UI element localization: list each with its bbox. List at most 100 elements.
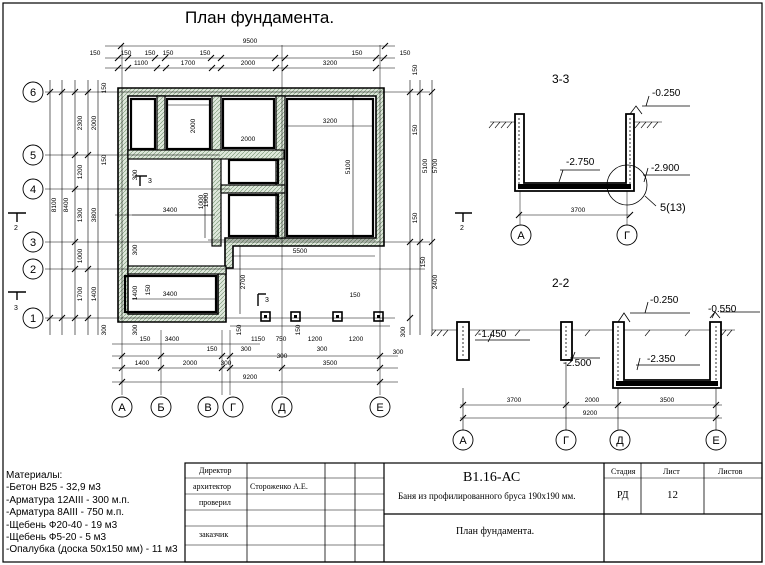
dim-label: 150 — [90, 50, 101, 57]
dim-label: 1400 — [91, 286, 98, 301]
axis-label-row: 6 — [30, 87, 36, 99]
materials-list: Материалы: -Бетон В25 - 32,9 м3 -Арматур… — [6, 470, 178, 557]
dim-label: 300 — [317, 346, 328, 353]
material-item: -Арматура 12АIII - 300 м.п. — [6, 494, 130, 506]
dim-label: 150 — [295, 324, 302, 335]
axis-label-row: 3 — [30, 237, 36, 249]
material-item: -Щебень Ф5-20 - 5 м3 — [6, 532, 107, 544]
dim-label: 2400 — [432, 274, 439, 289]
axis-labels: 6 5 4 3 2 1 А Б В Г Д Е — [30, 87, 384, 414]
dim-label: 1700 — [77, 286, 84, 301]
dim-label: 3200 — [323, 60, 338, 67]
axis-label-row: 2 — [30, 264, 36, 276]
dim-label: 2700 — [240, 274, 247, 289]
dim-label: 3200 — [323, 118, 338, 125]
dim-label: 1100 — [134, 60, 148, 67]
dim-label: 150 — [400, 50, 411, 57]
pile-columns — [260, 311, 384, 322]
dim-label: 8100 — [51, 197, 58, 212]
dim-label: 150 — [145, 284, 152, 295]
level-label: -2.750 — [566, 157, 595, 168]
level-label: -0.250 — [650, 295, 679, 306]
sheet-value: 12 — [667, 489, 678, 501]
axis-lines — [45, 45, 430, 395]
dim-label: 3400 — [163, 207, 178, 214]
dimension-lines — [49, 45, 433, 383]
dim-label: 2000 — [241, 60, 256, 67]
dim-label: 150 — [145, 50, 156, 57]
material-item: -Опалубка (доска 50х150 мм) - 11 м3 — [6, 544, 178, 556]
dim-label: 300 — [132, 244, 139, 255]
dim-label: 1400 — [135, 360, 150, 367]
dim-label: 1200 — [77, 164, 84, 179]
dim-label: 150 — [140, 336, 151, 343]
dim-label: 5700 — [432, 158, 439, 173]
section-level-labels: -0.250 -2.750 -2.900 5(13) — [566, 88, 686, 214]
level-label: -2.500 — [563, 358, 592, 369]
section-marker-labels: 2 2 3 3 3 — [14, 178, 464, 312]
axis-label-col: В — [204, 402, 211, 414]
section-title: 2-2 — [552, 276, 570, 290]
level-label: -2.900 — [651, 163, 680, 174]
dim-label: 150 — [350, 292, 361, 299]
section-title: 3-3 — [552, 72, 570, 86]
section-markers — [8, 175, 472, 306]
dim-label: 150 — [236, 324, 243, 335]
dim-label: 9500 — [243, 38, 258, 45]
dim-label: 1200 — [308, 336, 323, 343]
dim-label: 5500 — [293, 248, 308, 255]
dim-label: 150 — [352, 50, 363, 57]
materials-header: Материалы: — [6, 470, 63, 481]
section-marker-label: 2 — [14, 225, 18, 232]
dim-label: 150 — [412, 212, 419, 223]
dim-label: 3800 — [91, 207, 98, 222]
dim-label: 1900 — [203, 192, 210, 207]
material-item: -Щебень Ф20-40 - 19 м3 — [6, 519, 118, 531]
dim-label: 300 — [277, 353, 288, 360]
foundation-plan: 2 2 3 3 3 6 5 4 3 2 1 А Б В Г Д Е 9500 1… — [8, 38, 472, 418]
axis-label-col: Б — [157, 402, 164, 414]
dim-label: 1200 — [349, 336, 364, 343]
section-marker-label: 3 — [265, 297, 269, 304]
project-code: В1.16-АС — [463, 470, 521, 485]
section-3-3: 3-3 -0.250 -2.750 -2.900 5(13) 3700 — [488, 72, 690, 246]
dim-label: 150 — [412, 124, 419, 135]
dim-label: 300 — [132, 324, 139, 335]
dim-label: 2000 — [183, 360, 198, 367]
dim-label: 1000 — [77, 248, 84, 263]
sheet-label: Лист — [663, 467, 680, 476]
sheet-name: План фундамента. — [456, 526, 535, 537]
section-marker-label: 3 — [148, 178, 152, 185]
axis-label-col: Д — [616, 435, 624, 447]
section-marker-label: 2 — [460, 225, 464, 232]
axis-label-row: 1 — [30, 313, 36, 325]
dim-label: 9200 — [243, 374, 258, 381]
callout-label: 5(13) — [660, 202, 686, 214]
material-item: -Арматура 8АIII - 750 м.п. — [6, 507, 125, 519]
axis-label-col: Е — [376, 402, 383, 414]
dim-label: 3500 — [323, 360, 338, 367]
dim-label: 150 — [412, 64, 419, 75]
dim-label: 8400 — [63, 197, 70, 212]
dim-label: 1300 — [77, 207, 84, 222]
stage-label: Стадия — [611, 467, 636, 476]
dim-ticks — [46, 42, 436, 386]
dim-label: 2000 — [585, 397, 600, 404]
dim-label: 150 — [101, 154, 108, 165]
axis-label-col: Д — [278, 402, 286, 414]
project-name: Баня из профилированного бруса 190х190 м… — [398, 491, 576, 501]
level-label: -1.450 — [478, 329, 507, 340]
axis-label-col: Г — [563, 435, 569, 447]
level-label: -0.250 — [652, 88, 681, 99]
dim-label: 300 — [221, 360, 232, 367]
dim-label: 300 — [241, 346, 252, 353]
axis-label-col: Г — [230, 402, 236, 414]
vertical-dimension-labels: 8100 8400 2300 1200 1300 1000 1700 2000 … — [51, 64, 439, 337]
role-checker: проверил — [199, 498, 231, 507]
section-2-2: 2-2 -0.250 -0.550 -1.450 -2.50 — [430, 276, 760, 451]
dim-label: 750 — [276, 336, 287, 343]
dim-label: 2000 — [241, 136, 256, 143]
role-client: заказчик — [199, 530, 229, 539]
dim-label: 150 — [420, 256, 427, 267]
